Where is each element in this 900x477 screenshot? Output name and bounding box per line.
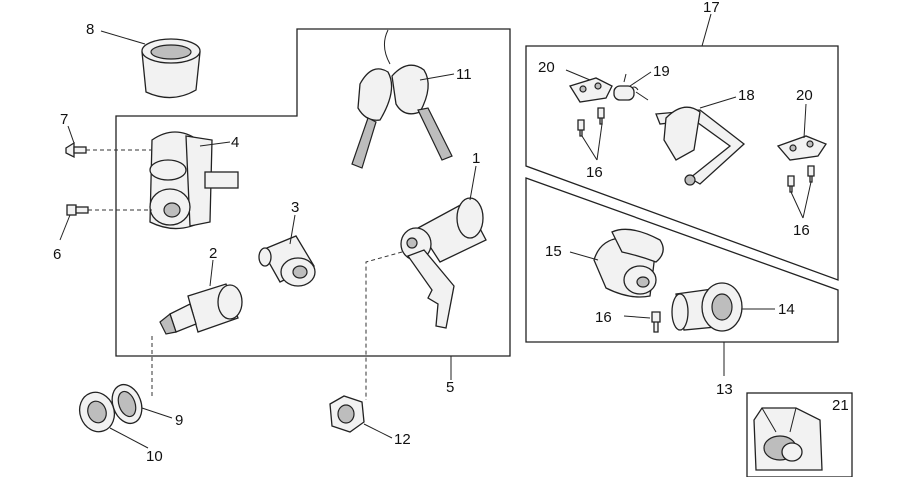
- callout-17: 17: [703, 0, 720, 16]
- callout-16-right: 16: [793, 222, 810, 239]
- callout-1: 1: [472, 150, 480, 167]
- callout-2: 2: [209, 245, 217, 262]
- callout-14: 14: [778, 301, 795, 318]
- part-1-lock-latch[interactable]: [400, 197, 487, 329]
- callout-12: 12: [394, 431, 411, 448]
- callout-10: 10: [146, 448, 163, 465]
- part-18-latch-hook[interactable]: [655, 106, 746, 186]
- callout-13: 13: [716, 381, 733, 398]
- part-4-lock-block[interactable]: [149, 131, 239, 230]
- part-3-cylinder[interactable]: [258, 235, 316, 287]
- part-19-spring[interactable]: [613, 73, 649, 101]
- group-frame-5: [115, 28, 511, 357]
- callout-8: 8: [86, 21, 94, 38]
- callout-4: 4: [231, 134, 239, 151]
- part-16-screws-left[interactable]: [577, 107, 605, 137]
- callout-20-right: 20: [796, 87, 813, 104]
- part-7-screw[interactable]: [65, 141, 87, 159]
- callout-11: 11: [456, 66, 472, 83]
- callout-9: 9: [175, 412, 183, 429]
- part-10-nut[interactable]: [74, 387, 120, 436]
- part-20-clip-right[interactable]: [776, 135, 827, 161]
- part-8-sleeve[interactable]: [141, 38, 201, 99]
- callout-18: 18: [738, 87, 755, 104]
- part-15-hinge-block[interactable]: [593, 228, 664, 298]
- part-16-screws-right[interactable]: [787, 165, 815, 193]
- part-12-nut[interactable]: [329, 395, 365, 433]
- callout-5: 5: [446, 379, 454, 396]
- group-frame-13: [525, 177, 839, 343]
- part-9-toothed-washer[interactable]: [107, 380, 147, 427]
- part-21-kit-package[interactable]: [753, 407, 823, 471]
- callout-3: 3: [291, 199, 299, 216]
- callout-16-bottom: 16: [595, 309, 612, 326]
- callout-21: 21: [832, 397, 849, 414]
- callout-16-left: 16: [586, 164, 603, 181]
- part-2-lock-cylinder[interactable]: [159, 283, 243, 335]
- callout-20-left: 20: [538, 59, 555, 76]
- group-frame-21: [746, 392, 853, 477]
- part-20-clip-left[interactable]: [569, 77, 613, 103]
- callout-19: 19: [653, 63, 670, 80]
- part-6-screw[interactable]: [66, 204, 89, 216]
- part-11-keys[interactable]: [351, 29, 453, 169]
- part-14-bushing[interactable]: [671, 282, 743, 332]
- group-frame-17: [525, 45, 839, 281]
- callout-6: 6: [53, 246, 61, 263]
- callout-15: 15: [545, 243, 562, 260]
- callout-7: 7: [60, 111, 68, 128]
- part-16-screw-bottom[interactable]: [651, 311, 661, 333]
